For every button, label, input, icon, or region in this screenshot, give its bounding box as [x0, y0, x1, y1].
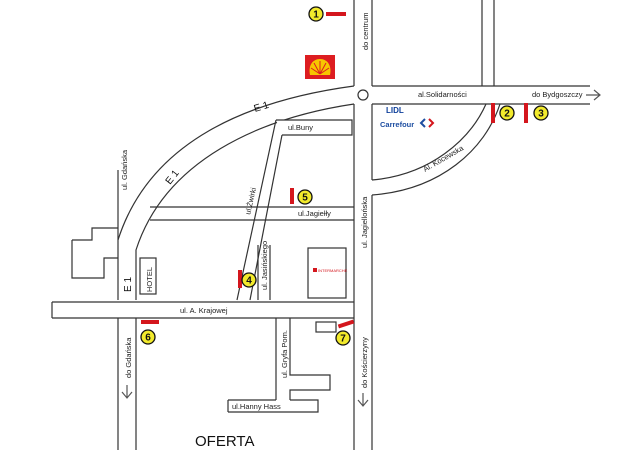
- street-labels: do centrum al.Solidarności do Bydgoszczy…: [120, 12, 583, 411]
- road-al-kocewska: [371, 103, 501, 196]
- shell-ribs: [310, 61, 330, 75]
- carrefour-icon-right: [428, 118, 435, 128]
- label-e1-lower: E 1: [123, 277, 134, 292]
- shell-logo: [305, 55, 335, 79]
- lidl-text: LIDL: [386, 106, 404, 115]
- road-ul-jagiellonska: [353, 104, 373, 450]
- label-ul-a-krajowej: ul. A. Krajowej: [180, 306, 228, 315]
- intermarche-text: INTERMARCHE: [318, 268, 348, 273]
- road-ul-jagielly: [150, 206, 354, 221]
- marker-6[interactable]: 6: [140, 329, 156, 345]
- marker-6-label: 6: [145, 333, 151, 344]
- label-al-solidarnosci: al.Solidarności: [418, 90, 467, 99]
- arrow-down-icon: [121, 385, 133, 399]
- label-hotel: HOTEL: [145, 267, 154, 292]
- road-do-gdanska: [117, 318, 137, 450]
- building-near-7: [315, 321, 337, 333]
- label-ul-buny: ul.Buny: [288, 123, 313, 132]
- marker-4[interactable]: 4: [241, 272, 257, 288]
- marker-1-circle: [308, 6, 324, 22]
- marker-3-label: 3: [538, 109, 544, 120]
- road-al-solidarnosci: [372, 85, 590, 105]
- marker-4-circle: [241, 272, 257, 288]
- label-ul-jagielly: ul.Jagiełły: [298, 209, 331, 218]
- direction-arrows: [121, 89, 601, 407]
- footer-title: OFERTA: [195, 433, 254, 450]
- road-west-blocks: [71, 227, 118, 279]
- marker-7-circle: [335, 330, 351, 346]
- carrefour-logo: Carrefour: [380, 118, 435, 129]
- billboards: [141, 12, 528, 329]
- road-do-centrum: [353, 0, 373, 86]
- marker-3-circle: [533, 105, 549, 121]
- billboard-3: [524, 103, 528, 123]
- marker-5-label: 5: [302, 193, 308, 204]
- marker-6-circle: [140, 329, 156, 345]
- label-do-bydgoszczy: do Bydgoszczy: [532, 90, 583, 99]
- billboard-1: [326, 12, 346, 16]
- label-do-gdanska: do Gdańska: [124, 337, 133, 378]
- label-ul-gryfa-pom: ul. Gryfa Pom.: [280, 330, 289, 378]
- road-ul-zwirki: [236, 119, 283, 301]
- label-ul-jasinskiego: ul. Jasińskiego: [260, 241, 269, 290]
- label-ul-gdanska: ul. Gdańska: [120, 149, 129, 190]
- arrow-down-icon: [357, 393, 369, 407]
- label-ul-jagiellonska: ul. Jagiellońska: [360, 196, 369, 248]
- marker-1[interactable]: 1: [308, 6, 324, 22]
- label-ul-hanny-hass: ul.Hanny Hass: [232, 402, 281, 411]
- marker-5-circle: [297, 189, 313, 205]
- marker-2[interactable]: 2: [499, 105, 515, 121]
- marker-1-label: 1: [313, 10, 319, 21]
- carrefour-text: Carrefour: [380, 120, 414, 129]
- lidl-logo: LIDL: [386, 106, 404, 115]
- intermarche-building: [307, 247, 347, 299]
- road-ul-hanny-hass: [227, 399, 319, 413]
- road-ul-jasinskiego: [257, 245, 271, 300]
- carrefour-icon: [419, 118, 426, 128]
- label-e1-upper: E 1: [253, 100, 271, 115]
- label-do-koscierzyny: do Kościerzyny: [360, 337, 369, 388]
- road-e1-arc-inner: [135, 103, 355, 300]
- marker-7-label: 7: [340, 334, 346, 345]
- road-ul-gryfa-pom: [275, 318, 331, 400]
- marker-2-circle: [499, 105, 515, 121]
- arrow-right-icon: [586, 89, 601, 101]
- marker-2-label: 2: [504, 109, 510, 120]
- road-network: [51, 0, 590, 450]
- road-ul-a-krajowej: [51, 301, 354, 319]
- road-north-stub: [481, 0, 495, 86]
- marker-4-label: 4: [246, 276, 252, 287]
- road-ul-buny: [276, 119, 353, 136]
- billboard-7: [337, 319, 355, 329]
- marker-3[interactable]: 3: [533, 105, 549, 121]
- billboard-4: [238, 270, 242, 288]
- billboard-5: [290, 188, 294, 204]
- marker-5[interactable]: 5: [297, 189, 313, 205]
- marker-7[interactable]: 7: [335, 330, 351, 346]
- intermarche-logo: INTERMARCHE: [313, 268, 348, 273]
- roundabout: [357, 89, 369, 101]
- intermarche-icon: [313, 268, 317, 272]
- billboard-6: [141, 320, 159, 324]
- billboard-2: [491, 103, 495, 123]
- hotel-building: [139, 257, 157, 295]
- label-do-centrum: do centrum: [361, 12, 370, 50]
